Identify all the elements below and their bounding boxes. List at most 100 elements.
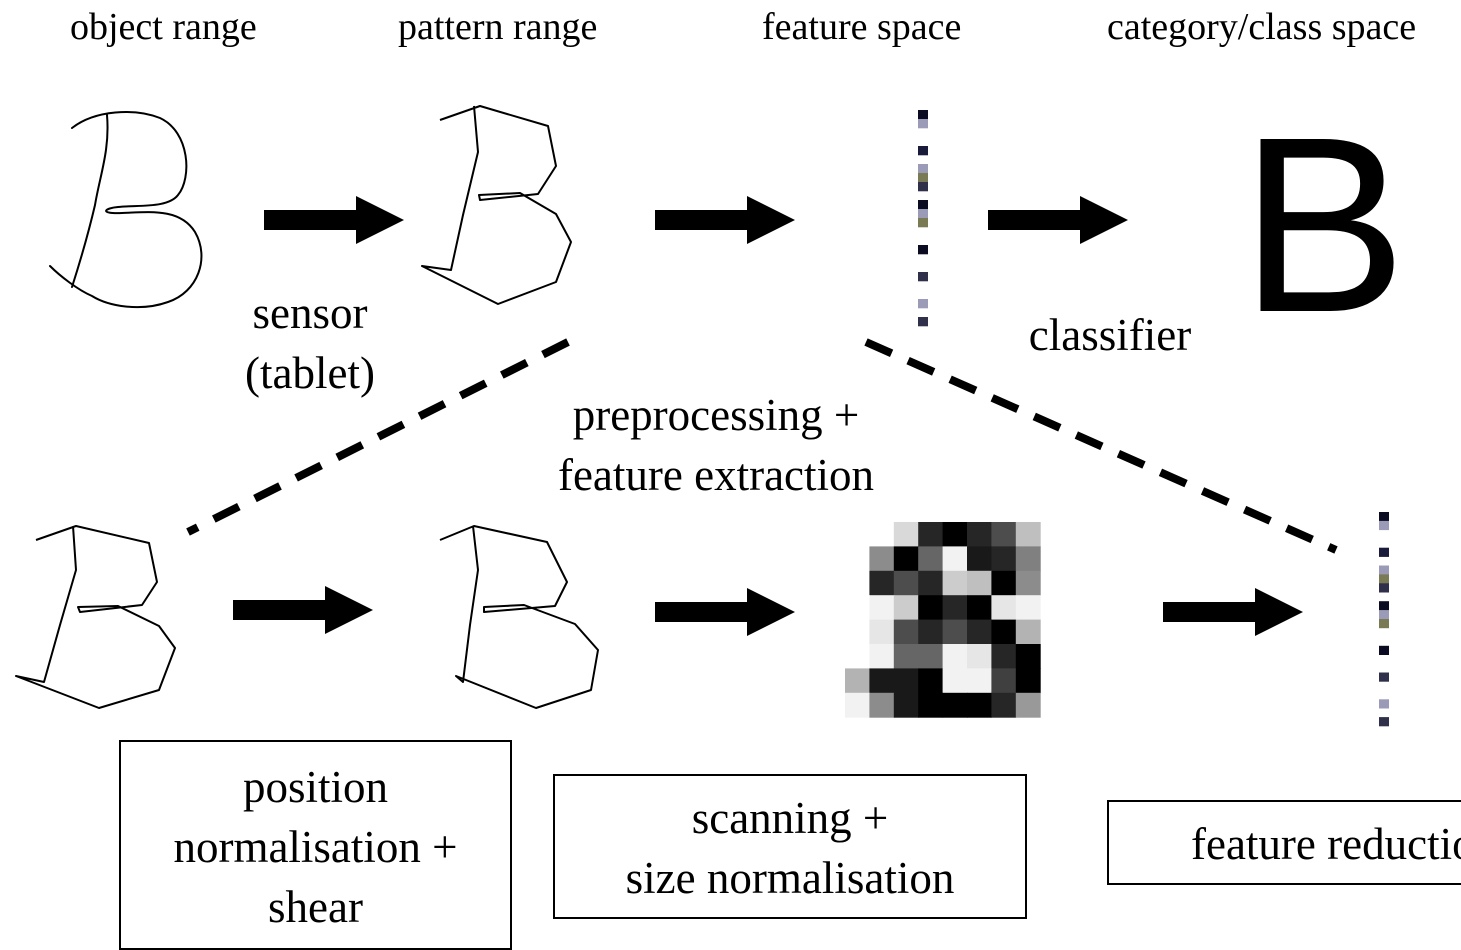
pixel-cell <box>1015 522 1041 547</box>
pixel-cell <box>918 692 944 718</box>
pixel-cell <box>845 692 870 718</box>
feature-vector-cell <box>918 272 928 282</box>
dashed-line-left <box>186 338 570 536</box>
pixel-cell <box>893 546 919 572</box>
feature-vector-cell <box>918 182 928 192</box>
feature-vector-top <box>918 110 928 327</box>
pixel-cell <box>918 570 944 596</box>
pixel-cell <box>845 570 870 596</box>
preprocessing-label-line2: feature extraction <box>557 450 875 500</box>
arrow-classifier <box>988 196 1128 244</box>
pixel-cell <box>991 644 1017 669</box>
sensor-label: sensor (tablet) <box>220 283 400 403</box>
feature-vector-cell <box>1379 601 1389 611</box>
pixel-cell <box>967 644 992 669</box>
pixel-cell <box>967 595 992 621</box>
pixel-cell <box>942 644 968 669</box>
sensor-label-line2: (tablet) <box>245 348 375 398</box>
handwritten-b-position-normalised <box>15 525 176 709</box>
handwritten-b-sheared <box>439 525 599 709</box>
pixel-cell <box>991 619 1017 645</box>
handwritten-b-sampled <box>421 105 572 305</box>
pixel-cell <box>869 522 895 547</box>
pixel-cell <box>991 595 1017 621</box>
pixel-cell <box>942 595 968 621</box>
sensor-label-line1: sensor <box>252 288 368 338</box>
position-box-line2: normalisation + <box>173 822 458 872</box>
feature-vector-cell <box>918 209 928 219</box>
pixel-cell <box>918 619 944 645</box>
pixel-cell <box>1015 668 1041 694</box>
feature-vector-cell <box>1379 610 1389 620</box>
pixel-cell <box>967 668 992 694</box>
feature-vector-cell <box>918 200 928 210</box>
pixel-cell <box>918 668 944 694</box>
pixel-cell <box>991 668 1017 694</box>
pixel-cell <box>942 692 968 718</box>
pixel-cell <box>967 546 992 572</box>
feature-vector-cell <box>918 164 928 174</box>
pixel-cell <box>1015 595 1041 621</box>
feature-vector-cell <box>1379 520 1389 531</box>
handwritten-b-original <box>49 111 203 309</box>
pixel-cell <box>942 619 968 645</box>
pixel-cell <box>869 668 895 694</box>
feature-vector-cell <box>1379 547 1389 557</box>
feature-vector-cell <box>918 317 928 327</box>
pixel-cell <box>1015 619 1041 645</box>
pixel-cell <box>893 595 919 621</box>
arrow-position-normalisation <box>233 586 373 634</box>
pixel-cell <box>991 692 1017 718</box>
feature-vector-cell <box>1379 672 1389 682</box>
arrow-sensor <box>264 196 404 244</box>
pixel-cell <box>991 546 1017 572</box>
pixel-cell <box>991 522 1017 547</box>
pixel-cell <box>991 570 1017 596</box>
pixel-cell <box>967 522 992 547</box>
scanning-normalisation-box: scanning + size normalisation <box>553 774 1027 919</box>
feature-reduction-box: feature reduction <box>1107 800 1461 885</box>
pixel-cell <box>893 619 919 645</box>
pixel-cell <box>845 668 870 694</box>
feature-vector-cell <box>918 218 928 228</box>
category-letter: B <box>1240 85 1407 364</box>
pixel-cell <box>1015 644 1041 669</box>
pixel-cell <box>869 595 895 621</box>
scanning-box-line1: scanning + <box>691 793 889 843</box>
pixel-cell <box>869 692 895 718</box>
feature-vector-cell <box>1379 717 1389 727</box>
feature-vector-cell <box>918 245 928 255</box>
feature-vector-cell <box>1379 574 1389 584</box>
pixel-cell <box>967 692 992 718</box>
pixel-cell <box>942 570 968 596</box>
pixel-cell <box>1015 570 1041 596</box>
pixel-cell <box>942 546 968 572</box>
header-category-space: category/class space <box>1107 6 1417 48</box>
pixel-cell <box>893 570 919 596</box>
position-normalisation-box: position normalisation + shear <box>119 740 512 950</box>
pixel-cell <box>1015 692 1041 718</box>
feature-vector-cell <box>1379 699 1389 709</box>
pixel-cell <box>869 619 895 645</box>
pixel-cell <box>845 644 870 669</box>
pixel-cell <box>869 570 895 596</box>
feature-vector-cell <box>918 119 928 129</box>
pixel-cell <box>918 546 944 572</box>
arrow-preprocessing <box>655 196 795 244</box>
pixel-cell <box>1015 546 1041 572</box>
feature-vector-cell <box>918 146 928 156</box>
feature-vector-cell <box>1379 565 1389 575</box>
pixel-cell <box>918 644 944 669</box>
pixel-cell <box>869 644 895 669</box>
pixel-cell <box>893 668 919 694</box>
feature-vector-cell <box>1379 512 1389 522</box>
feature-vector-cell <box>1379 645 1389 655</box>
header-pattern-range: pattern range <box>398 6 598 48</box>
feature-vector-cell <box>1379 583 1389 593</box>
pixel-cell <box>893 692 919 718</box>
pixel-cell <box>918 522 944 547</box>
pixel-cell <box>893 522 919 547</box>
feature-vector-cell <box>1379 619 1389 629</box>
